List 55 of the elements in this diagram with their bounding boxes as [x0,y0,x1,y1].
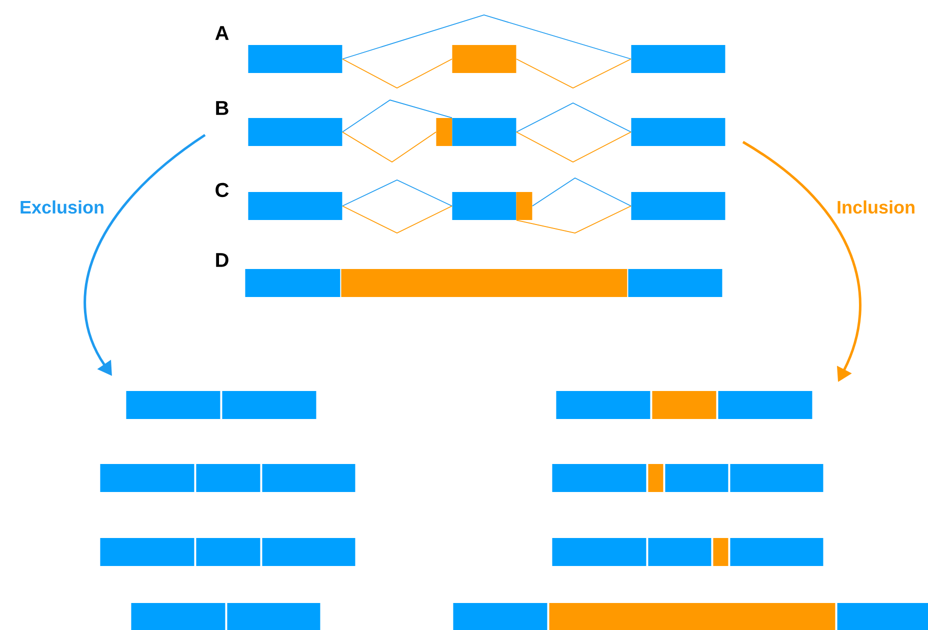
arrow-label: Inclusion [838,200,914,214]
exon-bar [453,603,548,630]
exon-bar [196,464,260,492]
splice-line [342,206,452,234]
exon-bar [452,45,516,73]
exon-bar [131,603,226,630]
exon-bar [631,192,726,220]
exon-bar [556,391,650,419]
splice-line [342,180,452,206]
row-letter: B [216,101,228,115]
exon-bar [648,464,664,492]
exon-bar [665,464,728,492]
exon-bar [126,391,220,419]
exon-bar [730,538,824,566]
exon-bar [100,538,194,566]
splice-line [516,58,632,88]
exon-bar [552,464,646,492]
exon-bar [436,118,452,146]
exon-bar [628,269,722,297]
exon-bar [248,118,342,146]
splice-line [342,58,452,89]
exon-bar [196,538,260,566]
exon-bar [631,118,726,146]
splice-line [516,102,632,132]
exon-bar [631,45,726,73]
exon-bar [248,45,342,73]
exon-bar [262,538,356,566]
row-letter: A [215,26,229,40]
exon-bar [552,538,646,566]
exon-bar [100,464,194,492]
splice-line [342,14,632,60]
exon-bar [837,603,928,630]
exon-bar [452,192,516,220]
splice-line [532,177,632,206]
splice-line [516,206,632,234]
splice-line [516,132,632,163]
exon-bar [652,391,716,419]
exon-bar [341,269,628,297]
exon-bar [718,391,812,419]
row-letter: D [216,253,228,267]
exon-bar [245,269,340,297]
splice-line [342,100,452,132]
exon-bar [713,538,728,566]
exon-bar [227,603,320,630]
exon-bar [452,118,516,146]
exon-bar [730,464,824,492]
exon-bar [648,538,712,566]
splice-line [342,132,436,163]
exon-bar [222,391,316,419]
arrow-label: Exclusion [20,200,104,214]
row-letter: C [216,182,229,198]
exon-bar [549,603,836,630]
exon-bar [262,464,356,492]
exon-bar [248,192,342,220]
exon-bar [516,192,532,220]
